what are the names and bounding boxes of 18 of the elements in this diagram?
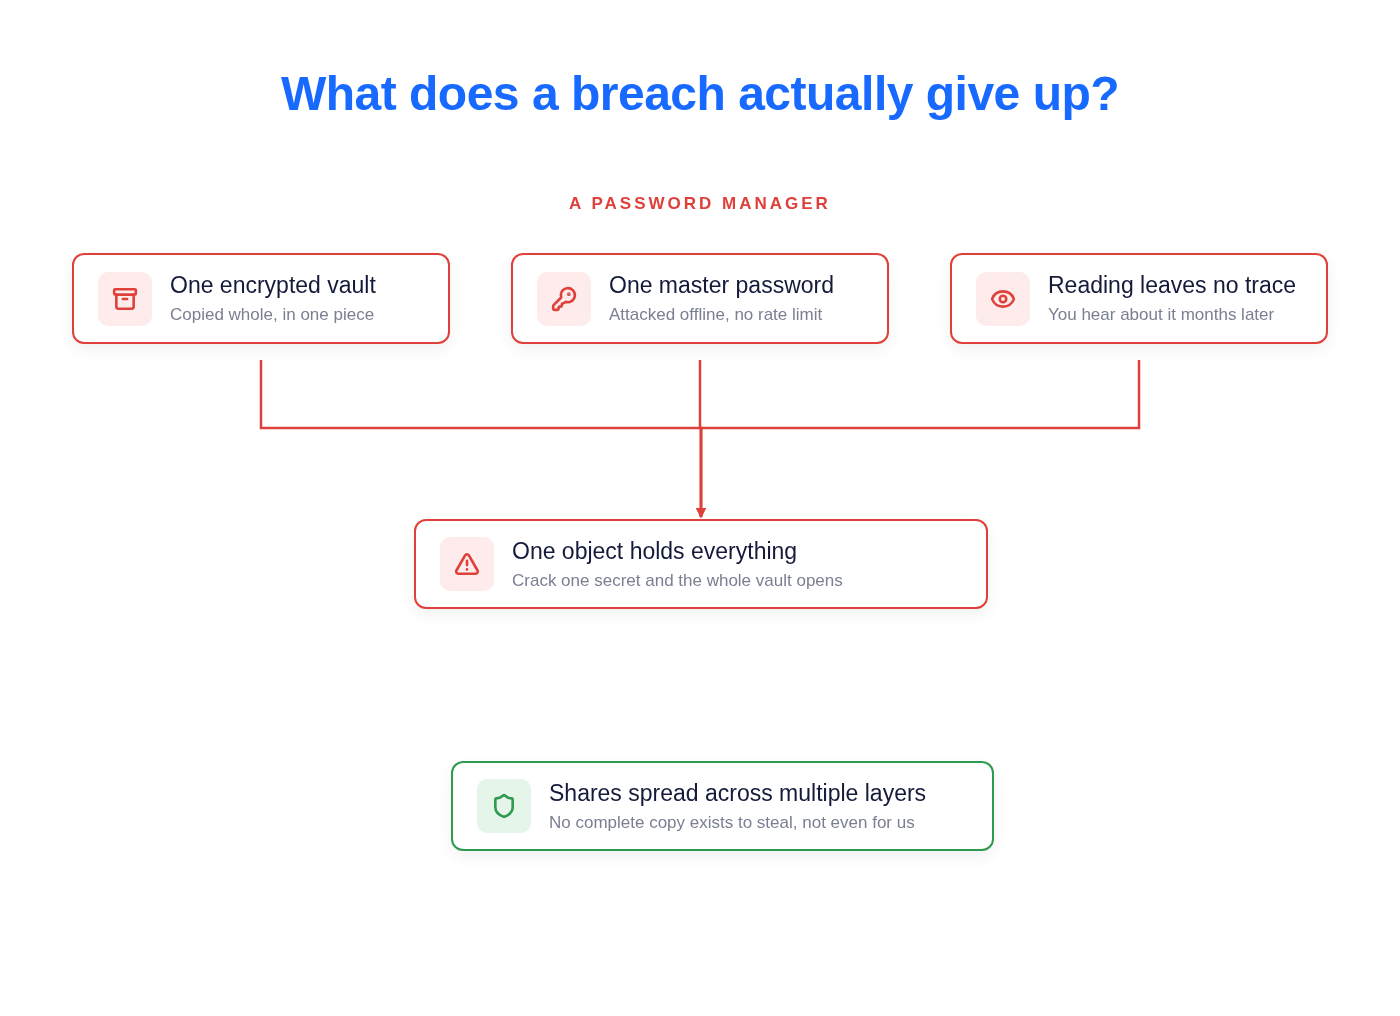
info-card bbox=[511, 253, 889, 344]
card-heading: Shares spread across multiple layers bbox=[549, 779, 927, 807]
info-card bbox=[72, 253, 450, 344]
connector-arrow bbox=[696, 360, 1141, 518]
card-description: No complete copy exists to steal, not even for us bbox=[549, 812, 916, 833]
info-card bbox=[451, 761, 994, 851]
card-heading: One object holds everything bbox=[512, 537, 799, 565]
card-description: You hear about it months later bbox=[1048, 305, 1276, 325]
title: What does a breach actually give up? bbox=[279, 66, 1121, 121]
card-description: Attacked offline, no rate limit bbox=[609, 305, 824, 325]
card-description: Crack one secret and the whole vault opens bbox=[512, 570, 843, 591]
card-description: Copied whole, in one piece bbox=[170, 305, 376, 325]
info-card bbox=[950, 253, 1328, 344]
card-heading: One encrypted vault bbox=[170, 272, 376, 299]
section-label: A PASSWORD MANAGER bbox=[568, 194, 832, 214]
info-card bbox=[414, 519, 988, 609]
card-heading: One master password bbox=[609, 272, 834, 299]
card-heading: Reading leaves no trace bbox=[1048, 272, 1297, 299]
